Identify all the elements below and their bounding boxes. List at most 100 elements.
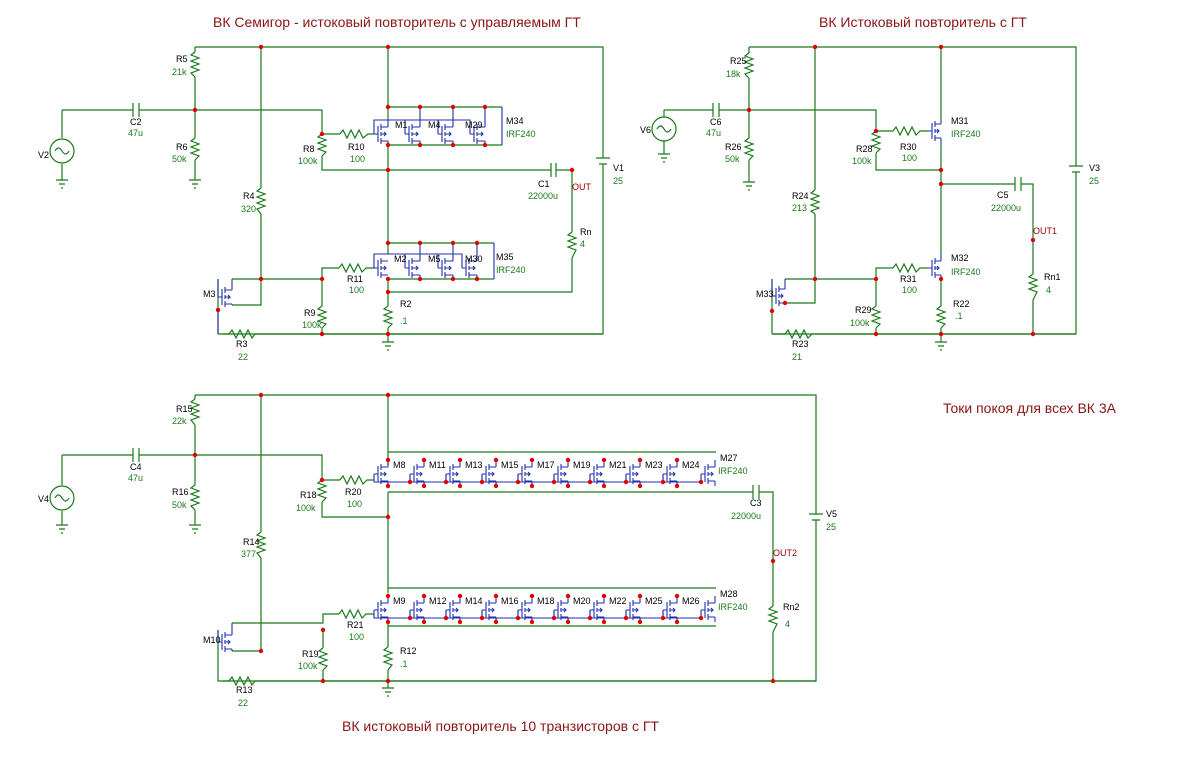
label-R15: R15 bbox=[176, 404, 193, 414]
value-M35: IRF240 bbox=[496, 265, 526, 275]
label-M4: M4 bbox=[428, 120, 441, 130]
net-OUT: OUT bbox=[572, 182, 592, 192]
resistor-R3 bbox=[228, 328, 256, 340]
label-M11: M11 bbox=[429, 460, 446, 470]
label-R8: R8 bbox=[303, 144, 315, 154]
net-OUT1: OUT1 bbox=[1033, 226, 1057, 236]
label-R11: R11 bbox=[347, 274, 363, 284]
value-M31: IRF240 bbox=[951, 129, 981, 139]
mosfet-bot-9 bbox=[701, 596, 716, 622]
title-source-follower: ВК Истоковый повторитель с ГТ bbox=[819, 14, 1027, 30]
label-R13: R13 bbox=[236, 685, 253, 695]
label-R12: R12 bbox=[400, 646, 417, 656]
value-R16: 50k bbox=[172, 500, 187, 510]
value-C3: 22000u bbox=[731, 511, 761, 521]
label-M23: M23 bbox=[645, 460, 663, 470]
label-R22: R22 bbox=[953, 299, 970, 309]
label-V6: V6 bbox=[640, 125, 651, 135]
label-Rn2: Rn2 bbox=[783, 602, 800, 612]
label-R2: R2 bbox=[400, 299, 412, 309]
label-R10: R10 bbox=[348, 142, 365, 152]
mosfet-top-3 bbox=[482, 460, 497, 486]
value-R20: 100 bbox=[347, 499, 362, 509]
label-R31: R31 bbox=[900, 274, 917, 284]
value-R10: 100 bbox=[350, 154, 365, 164]
label-M15: M15 bbox=[501, 460, 519, 470]
value-R21: 100 bbox=[349, 632, 364, 642]
value-R2: .1 bbox=[400, 316, 408, 326]
label-M17: M17 bbox=[537, 460, 555, 470]
label-M25: M25 bbox=[645, 596, 663, 606]
label-M19: M19 bbox=[573, 460, 591, 470]
resistor-R8 bbox=[316, 133, 328, 157]
label-R28: R28 bbox=[856, 144, 873, 154]
label-M3: M3 bbox=[203, 289, 216, 299]
value-R23: 21 bbox=[792, 352, 802, 362]
battery-V1 bbox=[596, 152, 610, 176]
label-R26: R26 bbox=[725, 142, 742, 152]
label-C1: C1 bbox=[538, 179, 550, 189]
capacitor-C2 bbox=[128, 103, 144, 117]
value-R5: 21k bbox=[172, 67, 187, 77]
label-R23: R23 bbox=[792, 339, 809, 349]
label-V1: V1 bbox=[613, 163, 624, 173]
value-R30: 100 bbox=[902, 153, 917, 163]
circuit-semigor: R5 21k C2 47u V2 R6 50k R4 320 R8 100k R… bbox=[38, 44, 624, 362]
mosfet-bot-4 bbox=[518, 596, 533, 622]
label-M18: M18 bbox=[537, 596, 555, 606]
label-V5: V5 bbox=[826, 509, 837, 519]
label-M5: M5 bbox=[428, 254, 441, 264]
mosfet-top-5 bbox=[554, 460, 569, 486]
value-R3: 22 bbox=[238, 352, 248, 362]
label-M9: M9 bbox=[393, 596, 406, 606]
label-M32: M32 bbox=[951, 253, 969, 263]
value-Rn2: 4 bbox=[785, 619, 790, 629]
mosfet-top-1 bbox=[410, 460, 425, 486]
resistor-R10 bbox=[339, 128, 374, 140]
label-C3: C3 bbox=[750, 498, 762, 508]
mosfet-top-8 bbox=[663, 460, 678, 486]
label-M26: M26 bbox=[682, 596, 700, 606]
net-OUT2: OUT2 bbox=[773, 548, 797, 558]
resistor-R11 bbox=[338, 262, 374, 274]
value-R11: 100 bbox=[349, 285, 364, 295]
mosfet-top-0 bbox=[374, 460, 389, 486]
label-R14: R14 bbox=[243, 537, 260, 547]
label-R25: R25 bbox=[730, 56, 747, 66]
label-V2: V2 bbox=[38, 150, 49, 160]
resistor-R5 bbox=[189, 51, 201, 78]
label-R6: R6 bbox=[176, 142, 188, 152]
resistor-R6 bbox=[189, 137, 201, 161]
value-R13: 22 bbox=[238, 698, 248, 708]
value-R24: 213 bbox=[792, 203, 807, 213]
resistor-R2 bbox=[382, 305, 394, 329]
value-V3: 25 bbox=[1089, 176, 1099, 186]
value-R26: 50k bbox=[725, 154, 740, 164]
title-10-transistors: ВК истоковый повторитель 10 транзисторов… bbox=[342, 718, 659, 734]
mosfet-top-4 bbox=[518, 460, 533, 486]
capacitor-C1 bbox=[545, 163, 562, 177]
value-C2: 47u bbox=[128, 128, 143, 138]
mosfet-bot-6 bbox=[590, 596, 605, 622]
label-C2: C2 bbox=[130, 117, 142, 127]
value-V1: 25 bbox=[613, 176, 623, 186]
label-R30: R30 bbox=[900, 142, 917, 152]
label-R5: R5 bbox=[176, 54, 188, 64]
value-R29: 100k bbox=[850, 318, 870, 328]
resistor-R4 bbox=[255, 187, 267, 215]
label-Rn: Rn bbox=[580, 227, 592, 237]
label-R4: R4 bbox=[243, 191, 255, 201]
label-R29: R29 bbox=[855, 305, 872, 315]
value-R14: 377 bbox=[241, 549, 256, 559]
label-V3: V3 bbox=[1089, 163, 1100, 173]
label-C6: C6 bbox=[710, 117, 722, 127]
resistor-Rn bbox=[566, 231, 578, 259]
value-M28: IRF240 bbox=[718, 602, 748, 612]
label-M21: M21 bbox=[609, 460, 627, 470]
value-C6: 47u bbox=[706, 128, 721, 138]
mosfet-bot-0 bbox=[374, 596, 389, 622]
value-V5: 25 bbox=[826, 522, 836, 532]
value-R9: 100k bbox=[302, 320, 322, 330]
